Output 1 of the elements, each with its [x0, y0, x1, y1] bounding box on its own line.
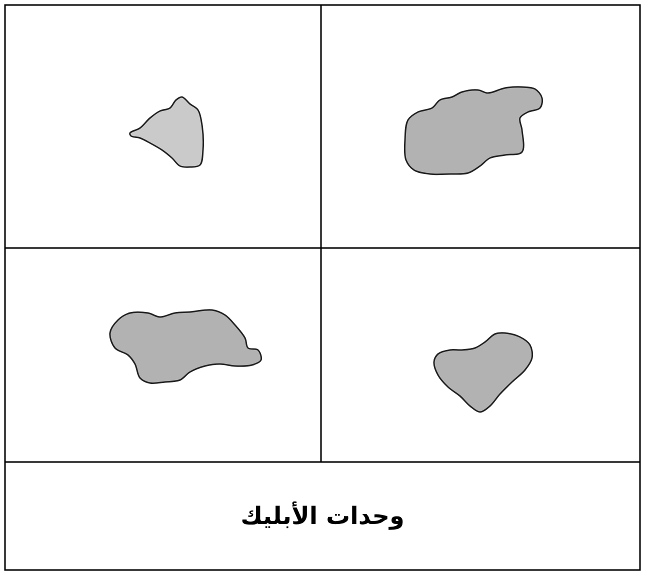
- caption: وحدات الأبليك: [240, 502, 404, 530]
